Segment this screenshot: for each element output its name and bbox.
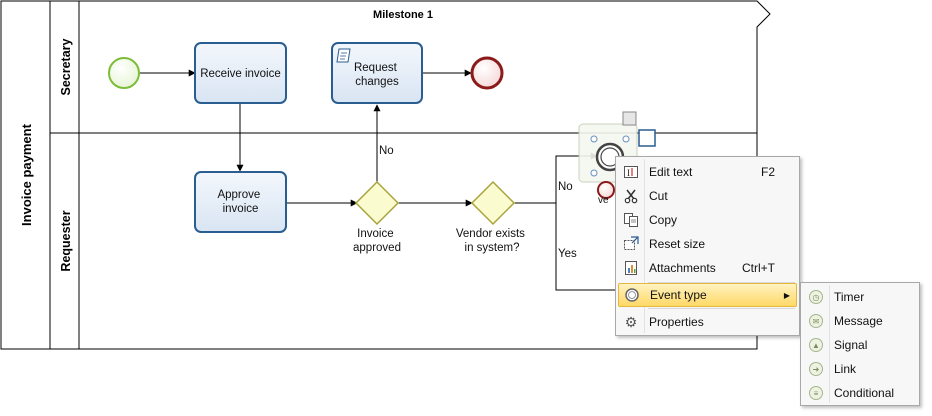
- signal-icon: ▲: [809, 338, 823, 352]
- timer-icon: ◷: [809, 290, 823, 304]
- gateway-invoice-approved[interactable]: Invoice approved: [353, 180, 401, 254]
- pool-name: Invoice payment: [19, 123, 34, 226]
- task-approve-invoice-label: Approve invoice: [217, 189, 263, 215]
- script-task-icon: [336, 48, 351, 63]
- context-menu: I Edit text F2 Cut Copy Reset size Attac…: [615, 156, 800, 336]
- submenu-item-conditional[interactable]: ≡ Conditional: [803, 381, 917, 405]
- lane-secretary-label: Secretary: [59, 38, 73, 95]
- submenu-item-message[interactable]: ✉ Message: [803, 309, 917, 333]
- conditional-icon: ≡: [809, 386, 823, 400]
- menu-item-reset-size[interactable]: Reset size: [618, 232, 797, 256]
- menu-item-copy[interactable]: Copy: [618, 208, 797, 232]
- menu-item-attachments[interactable]: Attachments Ctrl+T: [618, 256, 797, 280]
- menu-item-event-type[interactable]: Event type ▶: [618, 283, 797, 307]
- sequence-flows: [140, 69, 616, 291]
- lane-requester-label: Requester: [59, 210, 73, 271]
- submenu-item-signal[interactable]: ▲ Signal: [803, 333, 917, 357]
- gateway-invoice-approved-label: Invoice approved: [353, 228, 401, 254]
- end-event-partial[interactable]: [597, 181, 615, 199]
- event-circle-icon: [624, 287, 640, 303]
- start-event[interactable]: [108, 57, 140, 89]
- menu-separator: [648, 308, 795, 309]
- menu-item-properties[interactable]: ⚙ Properties: [624, 313, 704, 330]
- milestone-label: Milestone 1: [373, 9, 433, 21]
- message-icon: ✉: [809, 314, 823, 328]
- menu-item-edit-text[interactable]: I Edit text F2: [618, 160, 797, 184]
- task-receive-invoice[interactable]: Receive invoice: [194, 42, 287, 104]
- event-partial-label: ve: [598, 195, 609, 206]
- svg-text:I: I: [627, 168, 630, 178]
- menu-separator: [648, 282, 795, 283]
- submenu-arrow-icon: ▶: [783, 290, 790, 300]
- flow-label-yes: Yes: [558, 248, 577, 260]
- reset-size-icon: [623, 236, 639, 252]
- copy-icon: [623, 212, 639, 228]
- event-type-submenu: ◷ Timer ✉ Message ▲ Signal ➜ Link ≡ Cond…: [800, 282, 920, 406]
- attachments-icon: [623, 260, 639, 276]
- gateway-vendor-exists[interactable]: Vendor exists in system?: [456, 180, 528, 254]
- task-receive-invoice-label: Receive invoice: [200, 68, 281, 80]
- task-request-changes[interactable]: Request changes: [331, 42, 423, 104]
- edit-text-icon: I: [623, 164, 639, 180]
- submenu-item-timer[interactable]: ◷ Timer: [803, 285, 917, 309]
- task-approve-invoice[interactable]: Approve invoice: [194, 171, 287, 233]
- link-icon: ➜: [809, 362, 823, 376]
- end-event[interactable]: [470, 56, 504, 90]
- flow-label-no-up: No: [379, 145, 394, 157]
- flow-label-no-right: No: [558, 181, 573, 193]
- menu-item-cut[interactable]: Cut: [618, 184, 797, 208]
- gateway-vendor-exists-label: Vendor exists in system?: [456, 228, 528, 254]
- submenu-item-link[interactable]: ➜ Link: [803, 357, 917, 381]
- gear-icon: ⚙: [624, 313, 638, 330]
- scissors-icon: [623, 188, 639, 204]
- task-request-changes-label: Request changes: [354, 62, 400, 88]
